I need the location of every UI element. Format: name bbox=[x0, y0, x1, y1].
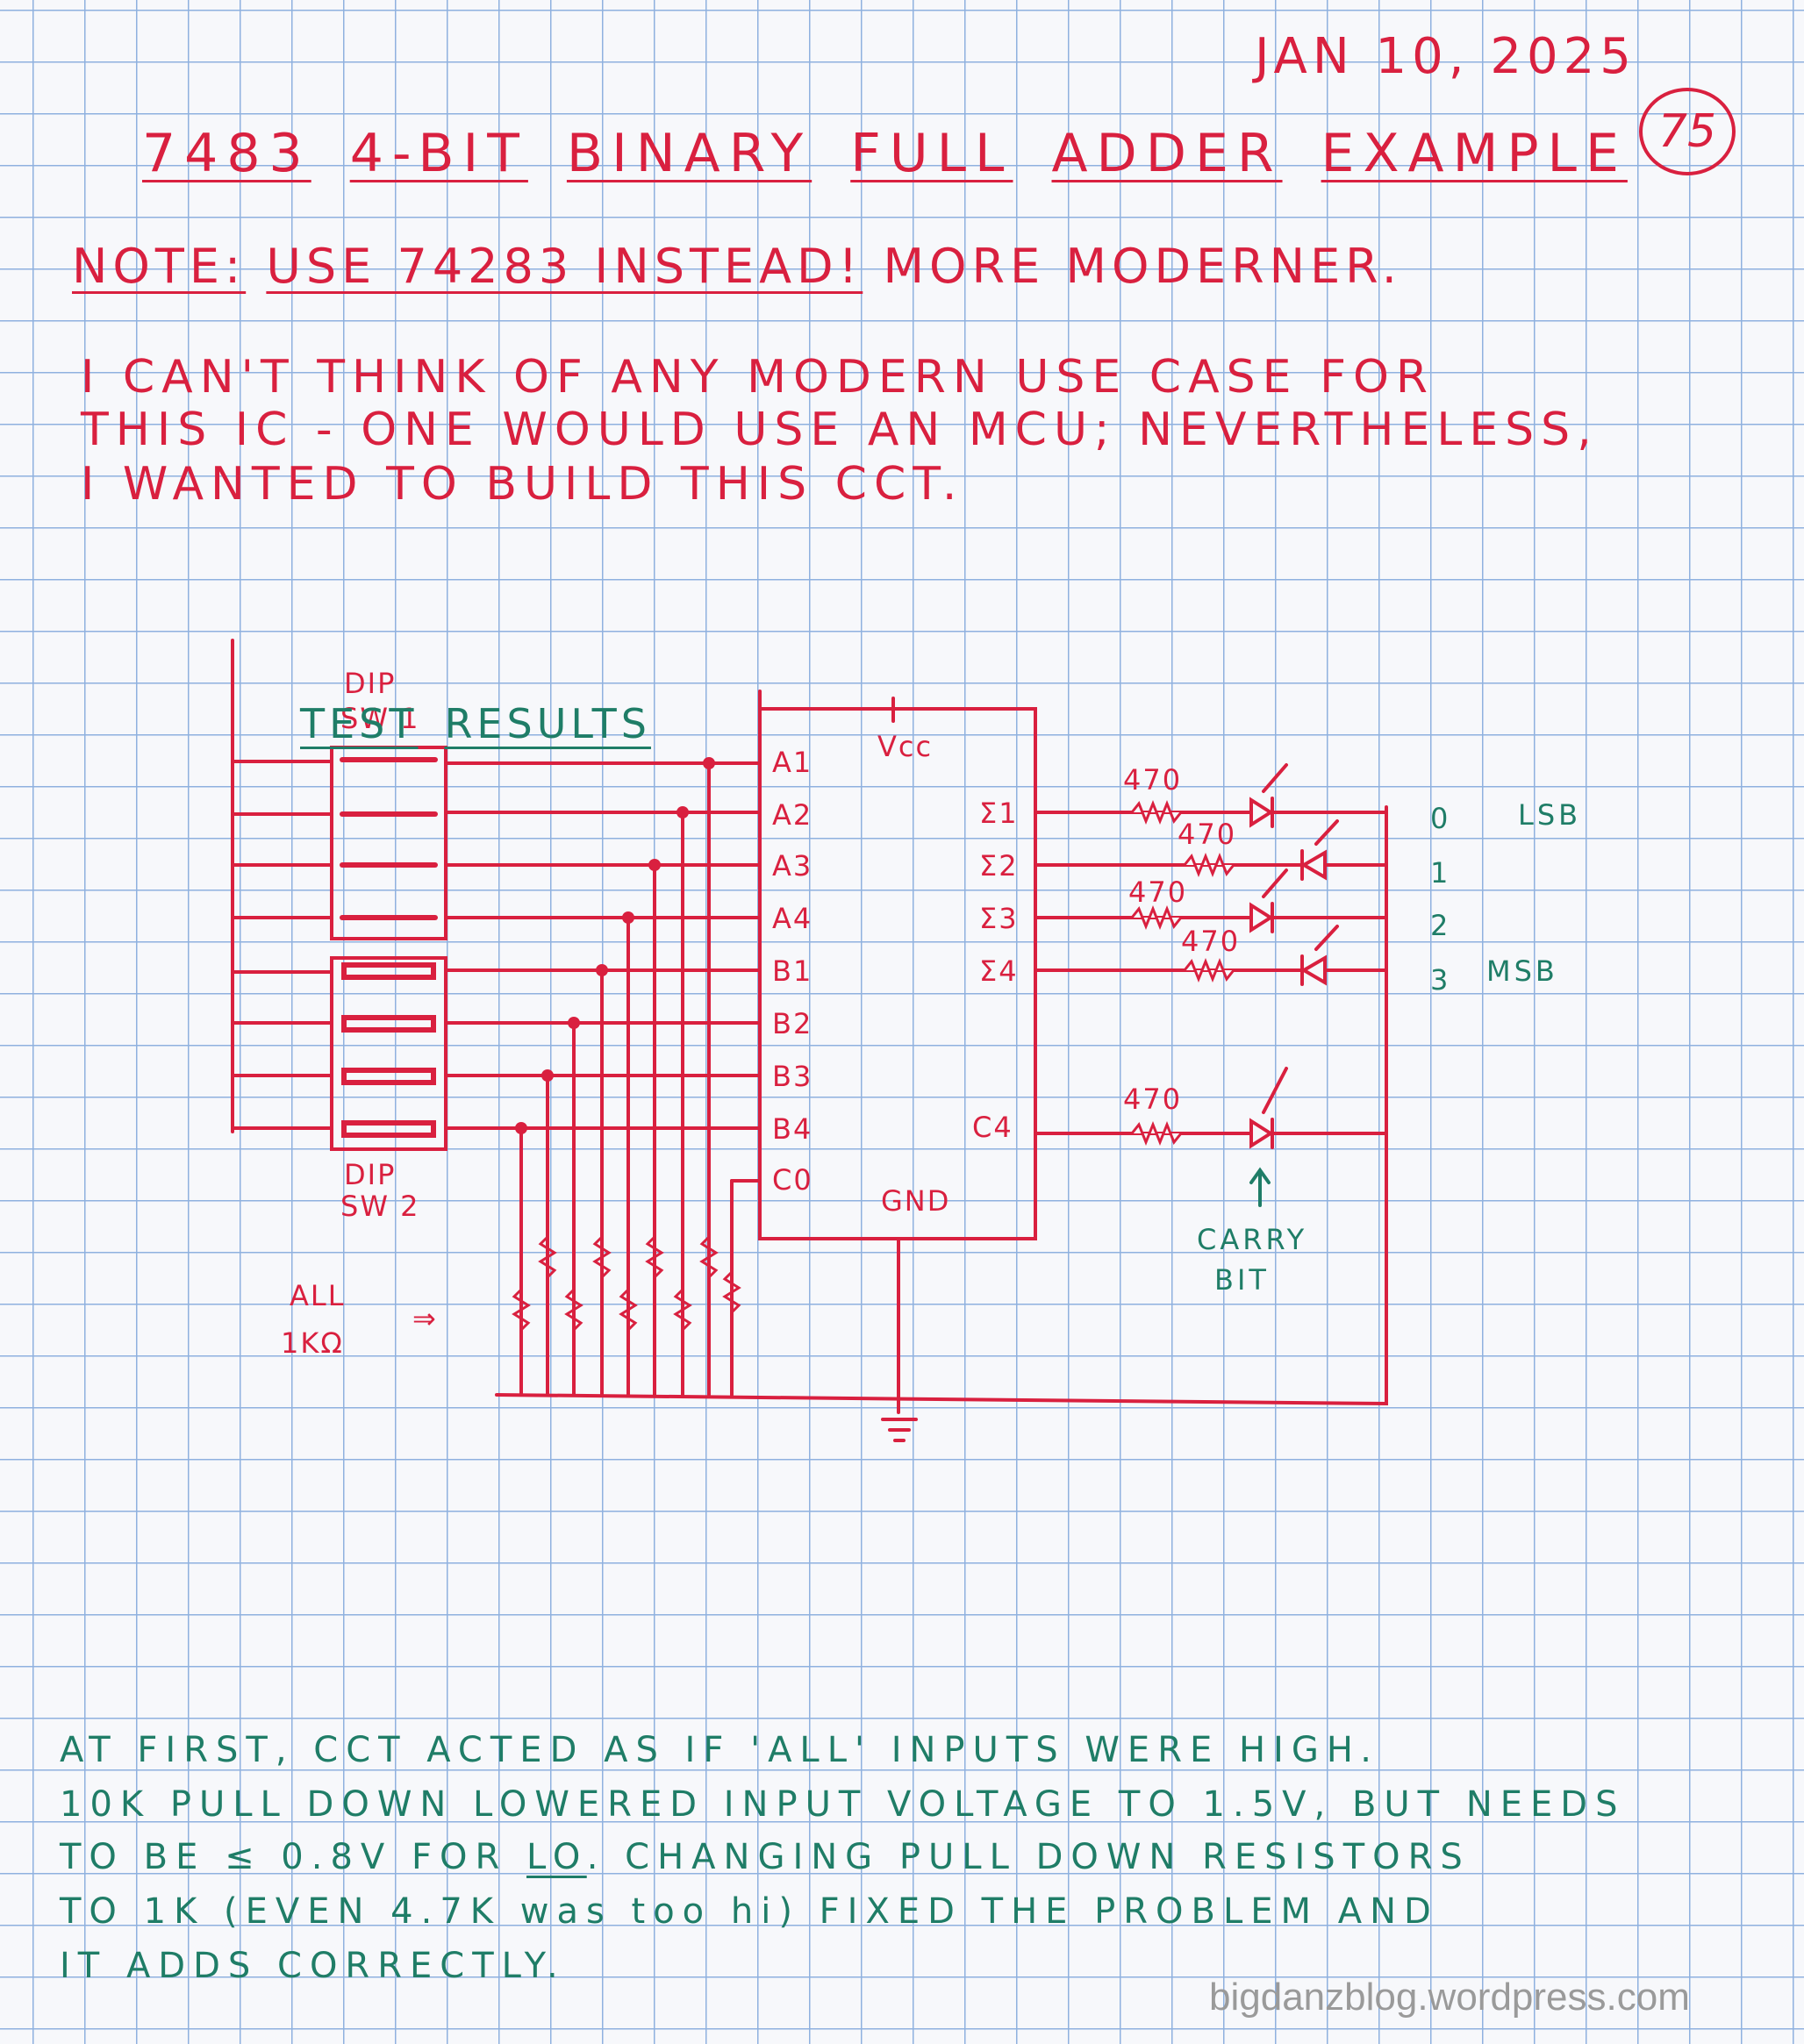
title-word: FULL bbox=[850, 123, 1013, 184]
pin-label: A4 bbox=[772, 902, 813, 935]
result-line: IT ADDS CORRECTLY. bbox=[60, 1946, 566, 1986]
ic-7483-body bbox=[758, 690, 1037, 1240]
sum-label: Σ4 bbox=[979, 954, 1019, 988]
title-word: ADDER bbox=[1051, 123, 1283, 184]
title-word: BINARY bbox=[566, 123, 813, 184]
heading-word: RESULTS bbox=[444, 700, 651, 747]
dip-sw2-label: SW 2 bbox=[340, 1190, 419, 1223]
title-word: EXAMPLE bbox=[1321, 123, 1628, 184]
bit-label: 0 bbox=[1430, 802, 1451, 835]
result-line: 10K PULL DOWN LOWERED INPUT VOLTAGE TO 1… bbox=[60, 1784, 1626, 1825]
pin-label: B2 bbox=[772, 1007, 813, 1040]
pin-label: C0 bbox=[772, 1163, 813, 1197]
pulldown-note: 1KΩ bbox=[281, 1326, 344, 1360]
intro-line: I CAN'T THINK OF ANY MODERN USE CASE FOR bbox=[81, 351, 1435, 404]
heading-word: TEST bbox=[300, 700, 419, 747]
pulldown-resistors bbox=[512, 1235, 741, 1332]
pin-label: A1 bbox=[772, 746, 813, 779]
lsb-label: LSB bbox=[1518, 798, 1581, 832]
dip-switch-1-body bbox=[330, 746, 447, 940]
title-word: 4-BIT bbox=[349, 123, 528, 184]
page-number: 75 bbox=[1639, 88, 1736, 175]
resistor-label: 470 bbox=[1123, 763, 1182, 797]
resistor-label: 470 bbox=[1128, 875, 1187, 909]
note-rest: MORE MODERNER. bbox=[883, 239, 1402, 294]
pin-label: A3 bbox=[772, 849, 813, 883]
dip-sw1-label: SW 1 bbox=[340, 702, 419, 735]
output-leds bbox=[1249, 763, 1339, 1149]
bit-label: 2 bbox=[1430, 909, 1451, 942]
result-lo: LO bbox=[526, 1837, 587, 1877]
pin-label: B1 bbox=[772, 954, 813, 988]
output-resistors bbox=[1130, 799, 1235, 1147]
intro-line: THIS IC - ONE WOULD USE AN MCU; NEVERTHE… bbox=[81, 404, 1599, 456]
result-line: TO 1K (EVEN 4.7K was too hi) FIXED THE P… bbox=[60, 1891, 1439, 1932]
title-word: 7483 bbox=[142, 123, 311, 184]
result-line-prefix: TO BE ≤ 0.8V FOR bbox=[60, 1837, 508, 1877]
result-line: AT FIRST, CCT ACTED AS IF 'ALL' INPUTS W… bbox=[60, 1730, 1379, 1770]
result-line-suffix: CHANGING PULL DOWN RESISTORS bbox=[625, 1837, 1471, 1877]
carry-arrow-head-icon bbox=[1249, 1167, 1271, 1184]
note-underlined: USE 74283 INSTEAD! bbox=[266, 239, 863, 294]
sum-label: Σ1 bbox=[979, 797, 1019, 830]
dip-switch-2-body bbox=[330, 956, 447, 1151]
resistor-label: 470 bbox=[1178, 818, 1236, 851]
watermark: bigdanzblog.wordpress.com bbox=[1209, 1976, 1690, 2019]
ground-bus-wire bbox=[495, 805, 1388, 1406]
note: NOTE: USE 74283 INSTEAD! MORE MODERNER. bbox=[72, 239, 1402, 294]
date: JAN 10, 2025 bbox=[1255, 28, 1636, 85]
sum-label: Σ2 bbox=[979, 849, 1019, 883]
pulldown-note: ALL bbox=[290, 1279, 346, 1312]
intro-line: I WANTED TO BUILD THIS CCT. bbox=[81, 458, 964, 511]
test-results-heading: TEST RESULTS bbox=[300, 700, 677, 747]
carry-out-label: C4 bbox=[972, 1111, 1013, 1144]
pin-label: B3 bbox=[772, 1060, 813, 1093]
result-sep: . bbox=[586, 1837, 606, 1877]
msb-label: MSB bbox=[1486, 954, 1558, 988]
dip-sw1-label: DIP bbox=[344, 667, 396, 700]
gnd-label: GND bbox=[881, 1184, 950, 1218]
pin-label: B4 bbox=[772, 1112, 813, 1146]
vcc-label: Vcc bbox=[877, 730, 933, 763]
switch-levers bbox=[340, 757, 438, 1138]
bit-label: 1 bbox=[1430, 856, 1451, 890]
note-label: NOTE: bbox=[72, 239, 247, 294]
carry-bit-label: CARRY bbox=[1197, 1223, 1307, 1256]
carry-bit-label: BIT bbox=[1214, 1263, 1270, 1297]
bit-label: 3 bbox=[1430, 963, 1451, 997]
result-line: TO BE ≤ 0.8V FOR LO. CHANGING PULL DOWN … bbox=[60, 1837, 1471, 1877]
sum-label: Σ3 bbox=[979, 902, 1019, 935]
resistor-label: 470 bbox=[1123, 1083, 1182, 1116]
pulldown-drops bbox=[519, 761, 734, 1397]
page-title: 7483 4-BIT BINARY FULL ADDER EXAMPLE bbox=[142, 123, 1666, 184]
ground-symbol bbox=[881, 1418, 918, 1442]
pin-label: A2 bbox=[772, 798, 813, 832]
resistor-label: 470 bbox=[1181, 925, 1240, 958]
junction-dots bbox=[515, 757, 715, 1134]
pulldown-arrow-icon: ⇒ bbox=[412, 1302, 438, 1335]
dip-sw2-label: DIP bbox=[344, 1158, 396, 1191]
